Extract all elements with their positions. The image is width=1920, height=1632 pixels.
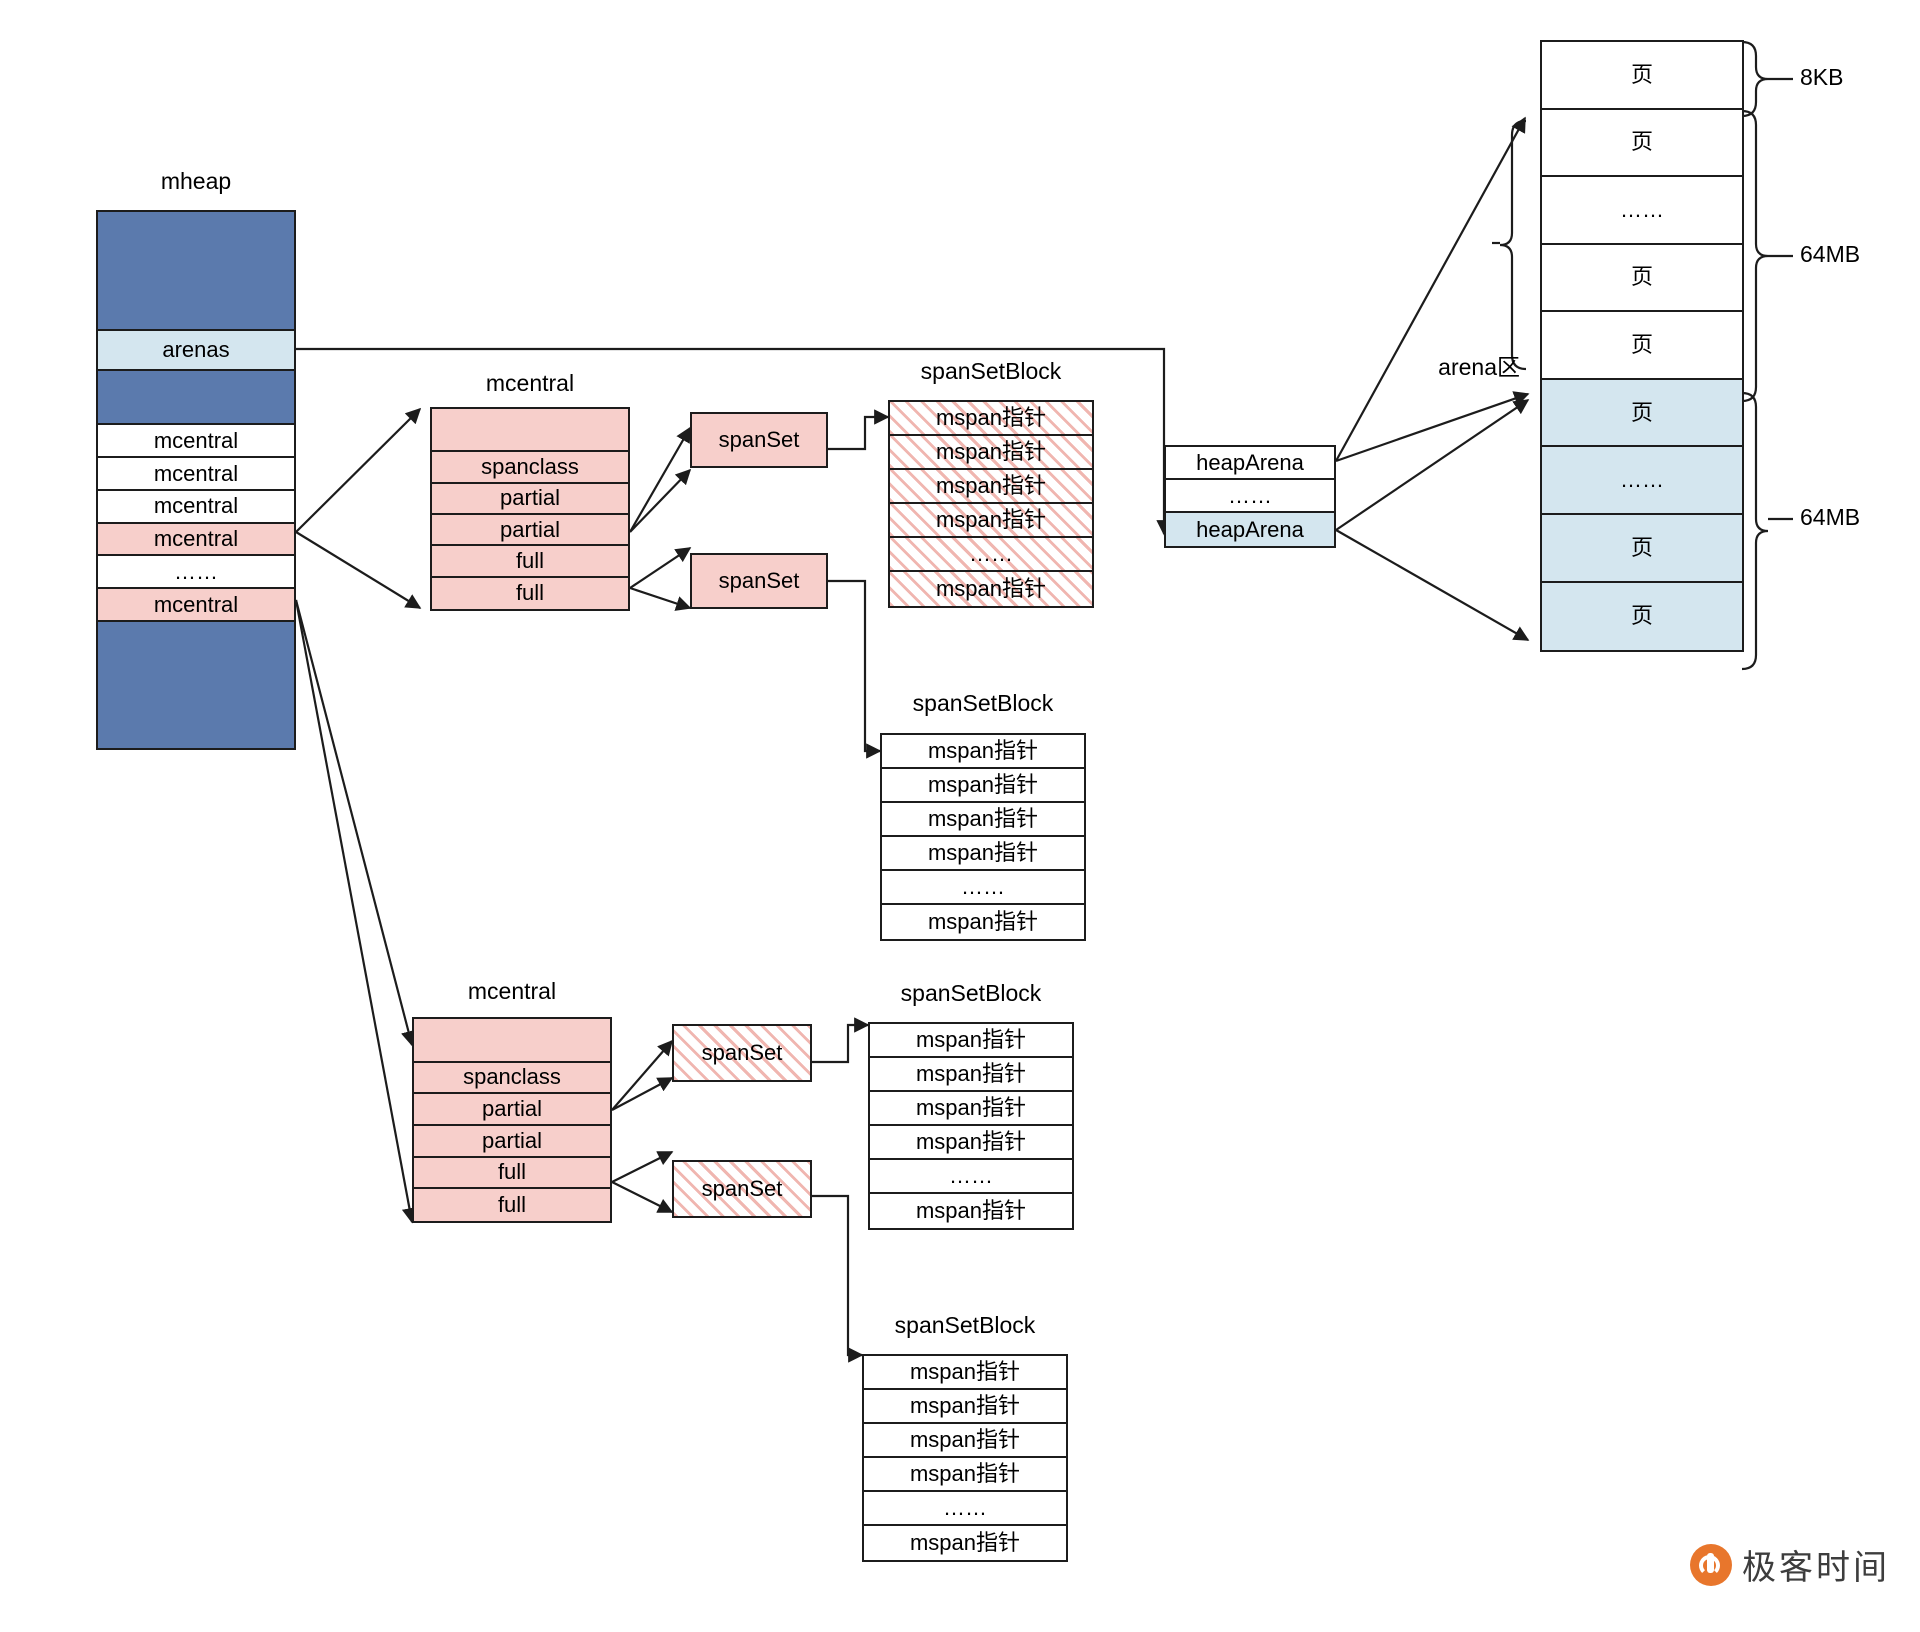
mcentral-top-row-partial-1[interactable]: partial [432,483,628,515]
mcentral-top-row-full-2[interactable]: full [432,577,628,609]
mcentral-top-row-spanclass[interactable]: spanclass [432,452,628,484]
mspan-pointer-row[interactable]: mspan指针 [864,1356,1066,1390]
mspan-pointer-row[interactable]: mspan指针 [890,470,1092,504]
mcentral-bottom-row-header [414,1019,610,1063]
mheap-box: arenas mcentral mcentral mcentral mcentr… [96,210,296,750]
mspan-pointer-row[interactable]: mspan指针 [882,769,1084,803]
mspan-pointer-row[interactable]: mspan指针 [882,803,1084,837]
mcentral-top-row-full-1[interactable]: full [432,546,628,578]
mheap-row-ellipsis: …… [98,556,294,590]
mspan-pointer-row[interactable]: mspan指针 [882,905,1084,939]
size-label-64mb-1: 64MB [1800,241,1861,267]
spanset-bottom-full[interactable]: spanSet [672,1160,812,1218]
mcentral-top-row-header [432,409,628,453]
spansetblock-2-caption: spanSetBlock [912,690,1054,716]
mspan-pointer-row[interactable]: mspan指针 [890,436,1092,470]
mcentral-bottom-row-full-1[interactable]: full [414,1157,610,1190]
heaparena-row-ellipsis: …… [1166,480,1334,513]
mspan-pointer-ellipsis: …… [870,1160,1072,1194]
mheap-row-spacer-mid [98,370,294,426]
geektime-mark-icon [1690,1543,1732,1586]
mspan-pointer-row[interactable]: mspan指针 [870,1126,1072,1160]
spansetblock-4-caption: spanSetBlock [894,1312,1036,1338]
mheap-row-mcentral-1[interactable]: mcentral [98,425,294,459]
mspan-pointer-row[interactable]: mspan指针 [870,1058,1072,1092]
arena-page-ellipsis-1: …… [1542,177,1742,245]
mspan-pointer-row[interactable]: mspan指针 [890,504,1092,538]
mspan-pointer-row[interactable]: mspan指针 [882,735,1084,769]
arena-page-6[interactable]: 页 [1542,514,1742,583]
heaparena-row-1[interactable]: heapArena [1166,447,1334,480]
mspan-pointer-row[interactable]: mspan指针 [870,1194,1072,1228]
spansetblock-1-box: mspan指针 mspan指针 mspan指针 mspan指针 …… mspan… [888,400,1094,608]
heaparena-row-2[interactable]: heapArena [1166,513,1334,546]
mspan-pointer-row[interactable]: mspan指针 [890,572,1092,606]
mcentral-bottom-row-full-2[interactable]: full [414,1189,610,1221]
mcentral-top-caption: mcentral [485,370,575,396]
spansetblock-3-box: mspan指针 mspan指针 mspan指针 mspan指针 …… mspan… [868,1022,1074,1230]
mspan-pointer-ellipsis: …… [864,1492,1066,1526]
mspan-pointer-ellipsis: …… [890,538,1092,572]
mcentral-bottom-row-spanclass[interactable]: spanclass [414,1062,610,1095]
mspan-pointer-ellipsis: …… [882,871,1084,905]
size-label-64mb-2: 64MB [1800,504,1861,530]
mheap-row-mcentral-4[interactable]: mcentral [98,523,294,557]
heaparena-list-box: heapArena …… heapArena [1164,445,1336,548]
geektime-wordmark: 极客时间 [1742,1548,1890,1588]
spansetblock-2-box: mspan指针 mspan指针 mspan指针 mspan指针 …… mspan… [880,733,1086,941]
spanset-top-partial[interactable]: spanSet [690,412,828,468]
mspan-pointer-row[interactable]: mspan指针 [882,837,1084,871]
size-label-8kb: 8KB [1800,64,1844,90]
mspan-pointer-row[interactable]: mspan指针 [864,1526,1066,1560]
arena-page-1[interactable]: 页 [1542,42,1742,110]
arena-page-5[interactable]: 页 [1542,379,1742,448]
mcentral-bottom-row-partial-1[interactable]: partial [414,1094,610,1126]
mspan-pointer-row[interactable]: mspan指针 [890,402,1092,436]
arena-page-4[interactable]: 页 [1542,312,1742,380]
arena-page-2[interactable]: 页 [1542,109,1742,178]
arena-page-3[interactable]: 页 [1542,244,1742,313]
arena-pages-box: 页 页 …… 页 页 页 …… 页 页 [1540,40,1744,652]
spanset-top-full[interactable]: spanSet [690,553,828,609]
mspan-pointer-row[interactable]: mspan指针 [864,1458,1066,1492]
mheap-row-mcentral-5[interactable]: mcentral [98,589,294,622]
mheap-row-spacer-bot [98,621,294,749]
mcentral-top-row-partial-2[interactable]: partial [432,514,628,547]
mheap-caption: mheap [160,168,232,194]
mspan-pointer-row[interactable]: mspan指针 [864,1424,1066,1458]
mheap-row-mcentral-2[interactable]: mcentral [98,458,294,491]
spansetblock-4-box: mspan指针 mspan指针 mspan指针 mspan指针 …… mspan… [862,1354,1068,1562]
mspan-pointer-row[interactable]: mspan指针 [864,1390,1066,1424]
arena-page-ellipsis-2: …… [1542,447,1742,515]
spansetblock-1-caption: spanSetBlock [920,358,1062,384]
mspan-pointer-row[interactable]: mspan指针 [870,1092,1072,1126]
geektime-logo: 极客时间 [1690,1540,1890,1589]
arena-page-7[interactable]: 页 [1542,582,1742,651]
mcentral-bottom-caption: mcentral [467,978,557,1004]
mheap-row-mcentral-3[interactable]: mcentral [98,490,294,524]
mcentral-bottom-box: spanclass partial partial full full [412,1017,612,1223]
mcentral-top-box: spanclass partial partial full full [430,407,630,611]
spansetblock-3-caption: spanSetBlock [900,980,1042,1006]
mcentral-bottom-row-partial-2[interactable]: partial [414,1125,610,1158]
mspan-pointer-row[interactable]: mspan指针 [870,1024,1072,1058]
spanset-bottom-partial[interactable]: spanSet [672,1024,812,1082]
mheap-row-arenas[interactable]: arenas [98,331,294,371]
mheap-row-spacer-top [98,212,294,332]
arena-region-label: arena区 [1438,354,1520,380]
